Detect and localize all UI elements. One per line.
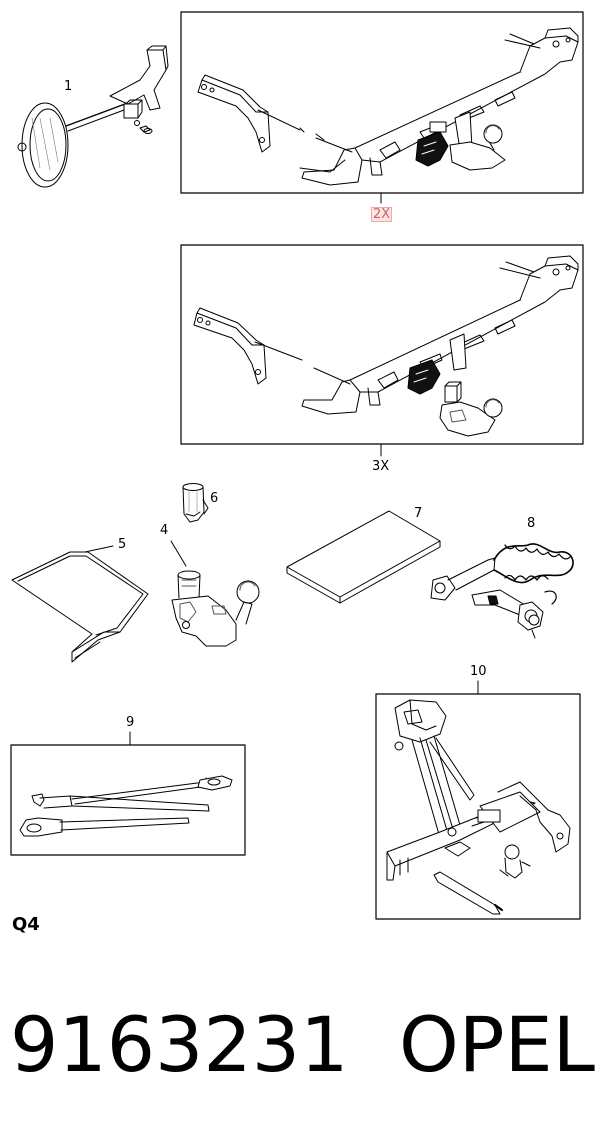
part-number: 9163231 bbox=[10, 1000, 349, 1089]
wiring-harness-illustration bbox=[431, 544, 573, 638]
bike-carrier-box bbox=[376, 694, 580, 919]
manual-illustration bbox=[287, 511, 440, 603]
footer: 9163231 OPEL bbox=[10, 1000, 595, 1090]
callout-2x: 2X bbox=[370, 207, 393, 222]
callout-3x: 3X bbox=[372, 459, 390, 474]
tow-bar-assembly-box-2 bbox=[181, 245, 583, 444]
callout-9: 9 bbox=[126, 715, 135, 730]
callout-4: 4 bbox=[160, 523, 169, 538]
callout-10: 10 bbox=[470, 664, 487, 679]
detachable-tow-ball-illustration bbox=[172, 571, 259, 646]
callout-7: 7 bbox=[414, 506, 423, 521]
tow-bar-assembly-box-1 bbox=[181, 12, 583, 193]
brand-name: OPEL bbox=[398, 1000, 595, 1089]
section-code: Q4 bbox=[12, 914, 40, 935]
callout-1: 1 bbox=[64, 79, 73, 94]
sleeve-illustration bbox=[183, 484, 208, 523]
callout-6: 6 bbox=[210, 491, 219, 506]
leader-4 bbox=[171, 541, 186, 566]
mirror-illustration bbox=[18, 46, 168, 187]
callout-5: 5 bbox=[118, 537, 127, 552]
cover-bag-illustration bbox=[12, 552, 148, 662]
towing-rods-box bbox=[11, 745, 245, 855]
callout-8: 8 bbox=[527, 516, 536, 531]
leader-5 bbox=[85, 546, 113, 552]
